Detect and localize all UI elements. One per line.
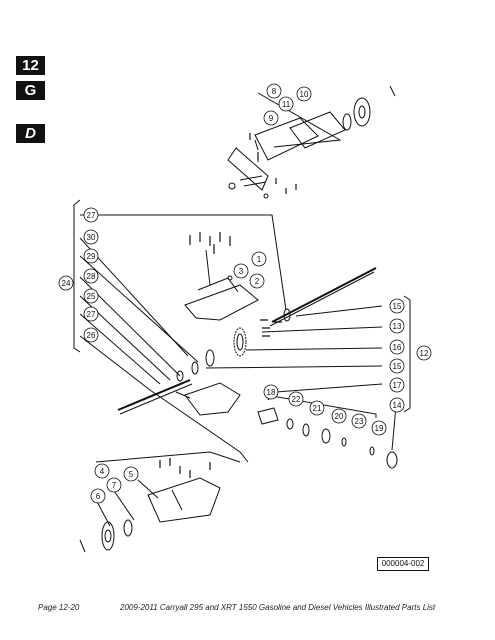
callout-26: 26: [87, 331, 96, 340]
callout-9: 9: [269, 114, 274, 123]
callout-15a: 15: [393, 302, 402, 311]
callout-3: 3: [239, 267, 244, 276]
lower-axle-housing: [147, 477, 221, 523]
ring-gear: [233, 327, 247, 357]
differential-housing: [184, 284, 259, 321]
section-tab-d: D: [16, 124, 45, 143]
section-tab-g: G: [16, 81, 45, 100]
callout-1: 1: [257, 255, 262, 264]
lower-brake-drum: [101, 521, 115, 551]
callout-28: 28: [87, 272, 96, 281]
callout-27a: 27: [87, 211, 96, 220]
callout-8: 8: [272, 87, 277, 96]
figure-reference-code: 000004-002: [377, 557, 429, 571]
callout-13: 13: [393, 322, 402, 331]
callout-30: 30: [87, 233, 96, 242]
callout-6: 6: [96, 492, 101, 501]
callout-2: 2: [255, 277, 260, 286]
callout-7: 7: [112, 481, 117, 490]
callout-14: 14: [393, 401, 402, 410]
callout-20: 20: [335, 412, 344, 421]
lower-housing: [184, 382, 241, 416]
callout-25: 25: [87, 292, 96, 301]
callout-21: 21: [313, 404, 322, 413]
callout-27b: 27: [87, 310, 96, 319]
callout-23: 23: [355, 417, 364, 426]
callout-19: 19: [375, 424, 384, 433]
callout-24: 24: [62, 279, 71, 288]
input-shaft: [117, 379, 191, 411]
callout-16: 16: [393, 343, 402, 352]
upper-axle-housing: [227, 147, 269, 191]
callout-22: 22: [292, 395, 301, 404]
section-tab-12: 12: [16, 56, 45, 75]
callout-12: 12: [420, 349, 429, 358]
callout-5: 5: [129, 470, 134, 479]
callout-18: 18: [267, 388, 276, 397]
callout-29: 29: [87, 252, 96, 261]
callout-10: 10: [300, 90, 309, 99]
upper-brake-drum: [353, 97, 371, 127]
upper-axle-shaft: [271, 267, 377, 323]
callout-15b: 15: [393, 362, 402, 371]
callout-17: 17: [393, 381, 402, 390]
page-number: Page 12-20: [38, 603, 80, 612]
document-title: 2009-2011 Carryall 295 and XRT 1550 Gaso…: [120, 603, 436, 612]
callout-11: 11: [282, 100, 291, 109]
callout-4: 4: [100, 467, 105, 476]
